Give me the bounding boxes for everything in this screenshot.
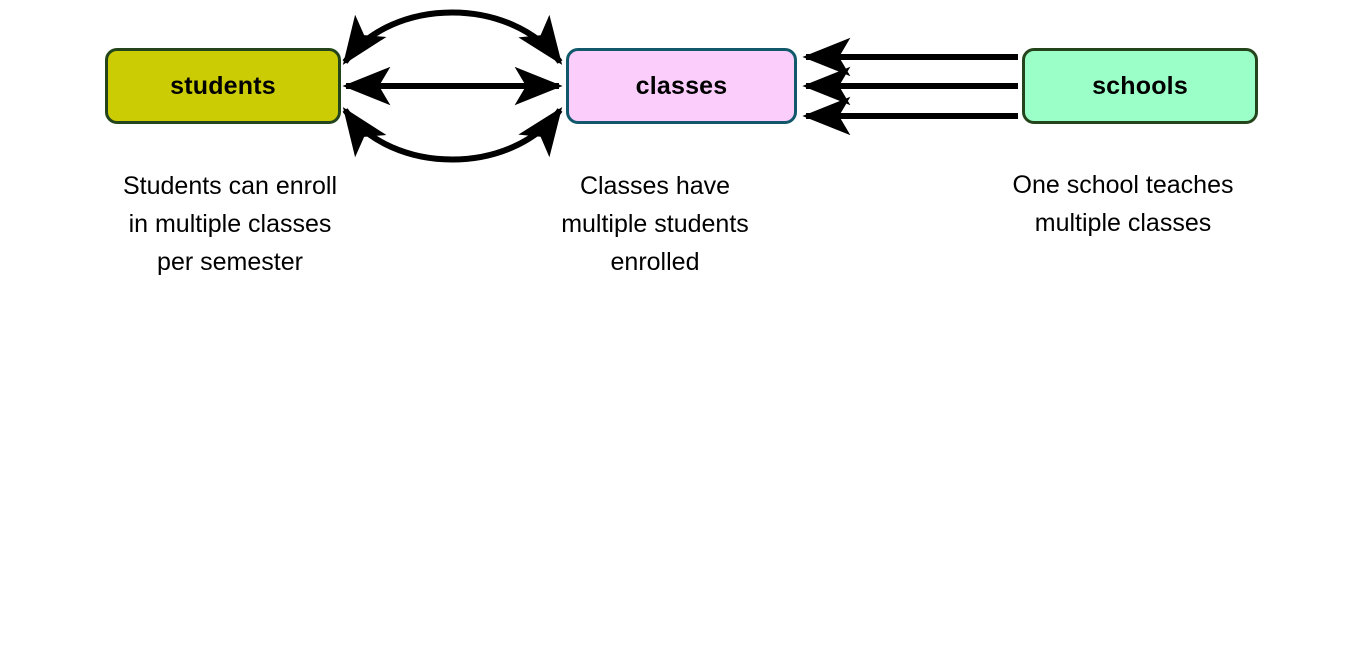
- node-schools[interactable]: schools: [1022, 48, 1258, 124]
- caption-schools-line-2: multiple classes: [1034, 209, 1212, 237]
- edge-students-classes-bottom: [342, 107, 563, 163]
- caption-students-line-2: in multiple classes: [128, 210, 332, 238]
- node-students[interactable]: students: [105, 48, 341, 124]
- caption-students-line-3: per semester: [157, 248, 303, 276]
- caption-schools: One school teaches multiple classes: [960, 166, 1286, 242]
- node-classes[interactable]: classes: [566, 48, 797, 124]
- caption-classes-line-3: enrolled: [610, 248, 700, 276]
- node-schools-label: schools: [1092, 71, 1188, 100]
- caption-schools-line-1: One school teaches: [1012, 171, 1234, 199]
- caption-classes-line-1: Classes have: [579, 172, 731, 200]
- node-classes-label: classes: [635, 71, 728, 100]
- caption-students: Students can enroll in multiple classes …: [60, 167, 400, 281]
- caption-students-line-1: Students can enroll: [122, 172, 338, 200]
- caption-classes: Classes have multiple students enrolled: [505, 167, 805, 281]
- node-students-label: students: [170, 71, 276, 100]
- caption-classes-line-2: multiple students: [561, 210, 749, 238]
- edge-students-classes-top: [342, 9, 563, 65]
